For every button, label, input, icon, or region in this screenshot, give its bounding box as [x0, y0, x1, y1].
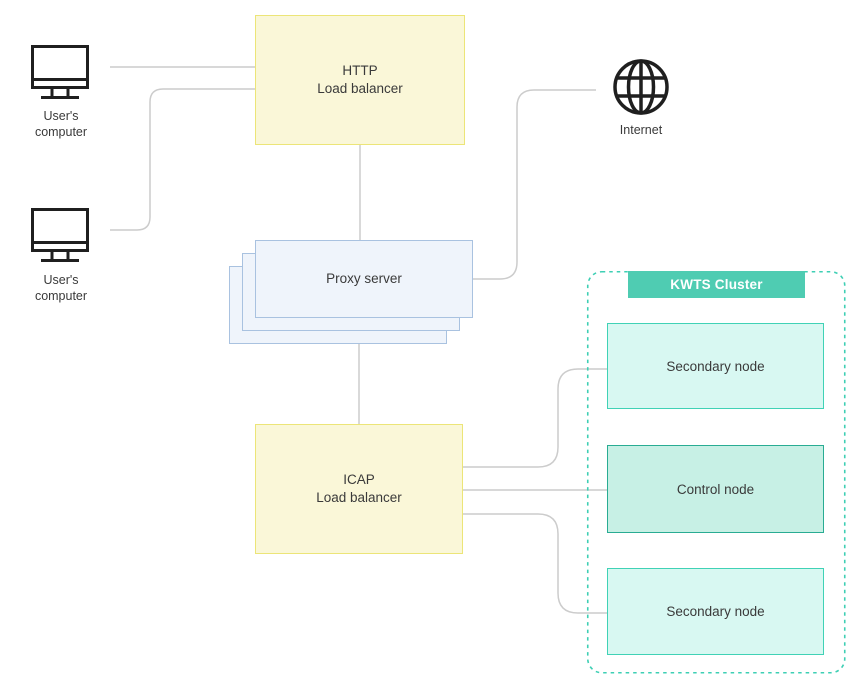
internet-label: Internet — [619, 123, 663, 137]
computer2-label-line2: computer — [34, 289, 88, 304]
control-node-box: Control node — [607, 445, 824, 533]
computer-monitor-icon — [31, 45, 89, 99]
kwts-cluster-header: KWTS Cluster — [628, 271, 805, 298]
connector-computer2-httplb — [110, 88, 255, 231]
connector-lines — [110, 66, 607, 614]
computer1-label-line2: computer — [34, 125, 88, 140]
secondary-node-label: Secondary node — [666, 358, 765, 374]
secondary-node-label: Secondary node — [666, 604, 765, 619]
proxy-server-label: Proxy server — [326, 270, 402, 286]
secondary-node-box: Secondary node — [607, 568, 824, 655]
computer1-label-line1: User's — [43, 109, 79, 123]
secondary-node-box: Secondary node — [607, 323, 824, 409]
icap-load-balancer-label-line2: Load balancer — [316, 490, 402, 505]
connector-icaplb-secondary2 — [463, 513, 607, 614]
icap-load-balancer-box: ICAP Load balancer — [255, 424, 463, 554]
http-load-balancer-label-line2: Load balancer — [317, 81, 403, 96]
connector-proxy-internet — [473, 89, 596, 280]
computer-monitor-icon — [31, 208, 89, 262]
internet-globe-icon — [613, 59, 669, 115]
connector-icaplb-secondary1 — [463, 368, 607, 468]
control-node-label: Control node — [676, 481, 755, 497]
http-load-balancer-box: HTTP Load balancer — [255, 15, 465, 145]
proxy-server-box: Proxy server — [255, 240, 473, 318]
computer2-label-line1: User's — [43, 273, 79, 287]
icap-load-balancer-label-line1: ICAP — [343, 471, 375, 487]
computer1-label: User's computer — [0, 108, 122, 141]
http-load-balancer-label-line1: HTTP — [342, 62, 378, 78]
computer2-label: User's computer — [0, 272, 122, 305]
